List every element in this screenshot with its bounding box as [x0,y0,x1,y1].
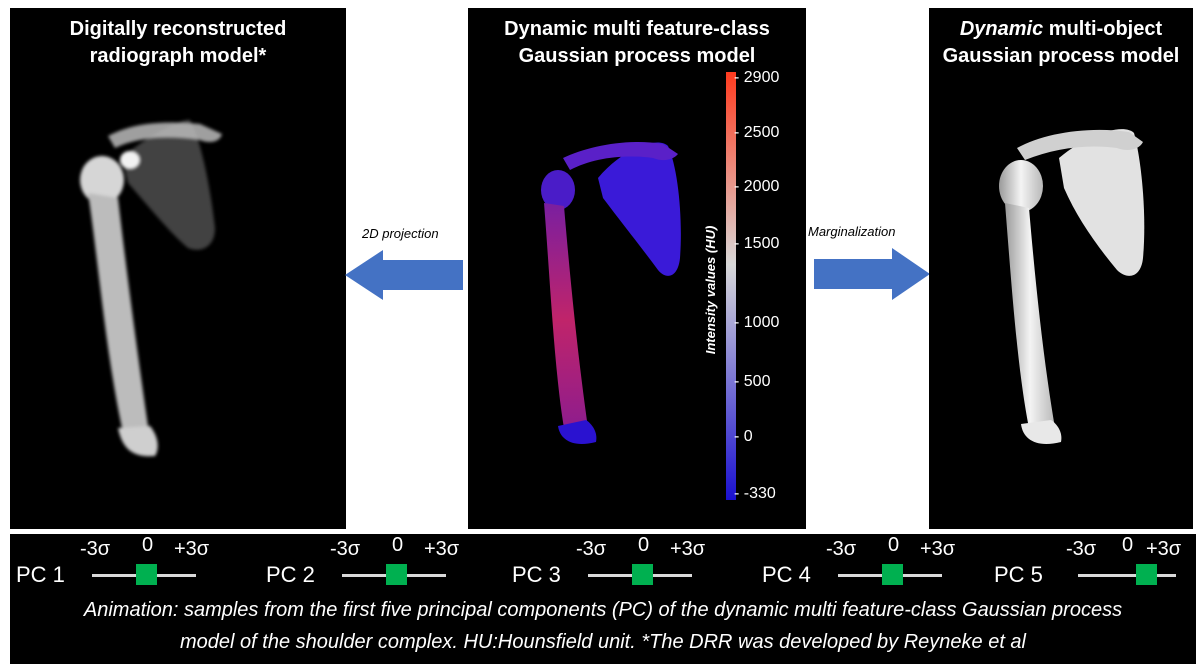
pc5-slider-track[interactable] [1078,574,1176,577]
pc1-label: PC 1 [16,562,65,587]
pc4-minus-label: -3σ [826,538,857,560]
pc5-minus-label: -3σ [1066,538,1097,560]
colorbar-tick-minus330: - -330 [734,485,776,502]
pc3-minus-label: -3σ [576,538,607,560]
right-arrow-icon [814,248,930,300]
colorbar-label: Intensity values (HU) [703,225,718,355]
gp-model-panel-title: Dynamic multi feature-class Gaussian pro… [504,18,770,67]
slider-bar: PC 1 -3σ 0 +3σ PC 2 -3σ 0 +3σ PC 3 -3σ 0… [10,534,1196,664]
pc4-label: PC 4 [762,562,811,587]
marginalization-arrow-label: Marginalization [808,224,896,239]
pc2-slider-group: PC 2 -3σ 0 +3σ [266,534,496,594]
pc5-label: PC 5 [994,562,1043,587]
gp-shoulder-image [541,141,681,445]
pc3-plus-label: +3σ [670,538,706,560]
drr-panel-title: Digitally reconstructed radiograph model… [69,18,287,67]
multi-object-panel-title: Dynamic multi-object Gaussian process mo… [942,18,1180,67]
pc2-slider-knob[interactable] [386,564,407,585]
drr-panel: Digitally reconstructed radiograph model… [10,8,346,529]
pc5-plus-label: +3σ [1146,538,1182,560]
colorbar-tick-0: - 0 [734,428,753,445]
pc2-minus-label: -3σ [330,538,361,560]
pc2-zero-label: 0 [392,534,404,556]
pc5-zero-label: 0 [1122,534,1134,556]
pc1-slider-knob[interactable] [136,564,157,585]
pc1-plus-label: +3σ [174,538,210,560]
pc5-slider-group: PC 5 -3σ 0 +3σ [994,534,1194,594]
pc5-slider-knob[interactable] [1136,564,1157,585]
intensity-colorbar [726,72,736,500]
colorbar-tick-2900: - 2900 [734,69,780,86]
multi-object-panel: Dynamic multi-object Gaussian process mo… [929,8,1193,529]
pc4-zero-label: 0 [888,534,900,556]
projection-arrow-label: 2D projection [362,226,439,241]
pc4-slider-knob[interactable] [882,564,903,585]
colorbar-tick-1500: - 1500 [734,235,780,252]
pc3-label: PC 3 [512,562,561,587]
pc1-minus-label: -3σ [80,538,111,560]
colorbar-tick-500: - 500 [734,373,771,390]
pc3-zero-label: 0 [638,534,650,556]
colorbar-tick-2000: - 2000 [734,178,780,195]
pc3-slider-knob[interactable] [632,564,653,585]
pc4-slider-group: PC 4 -3σ 0 +3σ [762,534,992,594]
colorbar-tick-2500: - 2500 [734,124,780,141]
colorbar-tick-1000: - 1000 [734,314,780,331]
pc1-zero-label: 0 [142,534,154,556]
pc1-slider-group: PC 1 -3σ 0 +3σ [16,534,246,594]
pc2-plus-label: +3σ [424,538,460,560]
left-arrow-icon [345,250,463,300]
figure-caption: Animation: samples from the first five p… [83,599,1123,653]
drr-shoulder-image [80,119,222,457]
gp-model-panel: Dynamic multi feature-class Gaussian pro… [468,8,806,529]
pc4-plus-label: +3σ [920,538,956,560]
pc3-slider-group: PC 3 -3σ 0 +3σ [512,534,742,594]
pc2-label: PC 2 [266,562,315,587]
multi-object-shoulder-image [999,129,1145,444]
